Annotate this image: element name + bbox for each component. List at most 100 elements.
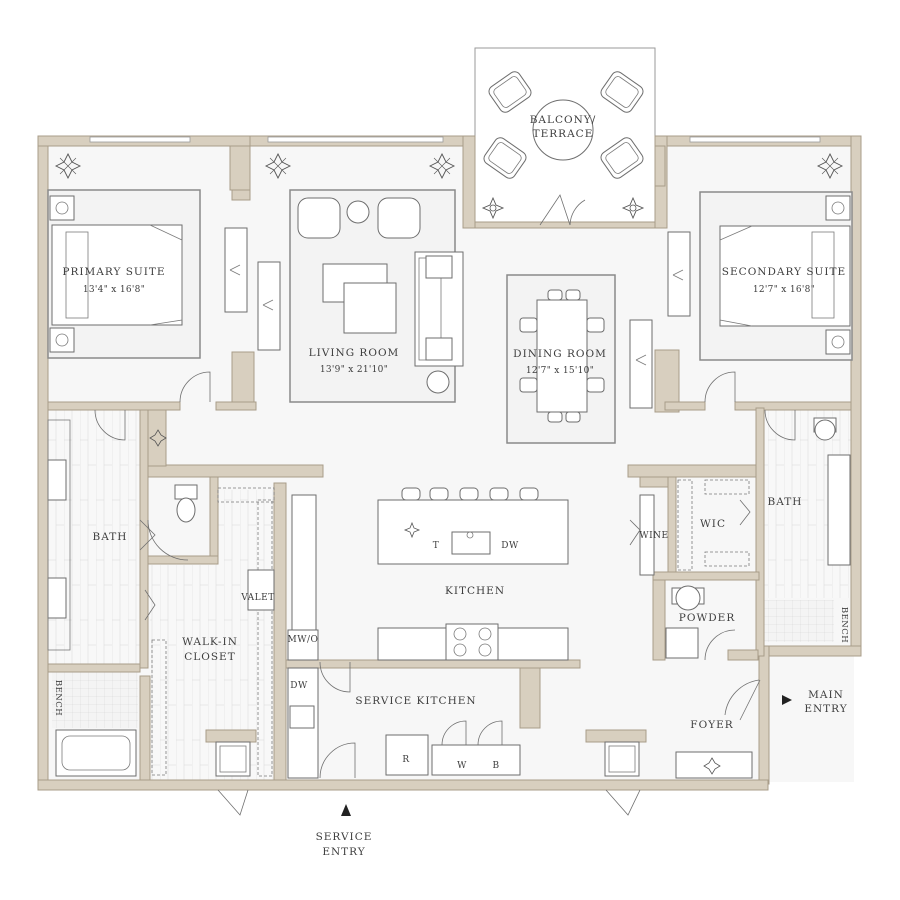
kitchen [287,487,655,661]
service-kitchen-label: SERVICE KITCHEN [355,695,476,707]
nightstand [825,195,851,221]
dining-room [506,274,653,444]
wic-label: WIC [700,518,726,530]
sink [451,531,491,555]
walk-in-closet [144,487,275,777]
wc [147,484,198,561]
primary-suite [47,152,248,403]
coat-closet [215,741,251,777]
entry-details [215,741,641,816]
refrigerator [385,734,429,776]
terrace-label: TERRACE [533,128,594,140]
bed [719,225,851,327]
mwo-label: MW/O [288,635,319,645]
dining-room-label: DINING ROOM [513,348,607,360]
plant-icon [403,521,421,539]
secondary-suite [667,152,853,403]
bath-right-label: BATH [768,496,803,508]
kitchen-label: KITCHEN [445,585,505,597]
service-kitchen [287,661,521,779]
bathtub [55,729,137,777]
round-table [532,99,594,161]
laundry-counter [431,744,521,776]
toilet [174,484,198,500]
coffee-table [343,282,397,334]
interior-walls [47,145,852,781]
microwave-oven [287,629,319,661]
plant-icon [264,152,292,180]
island-t-label: T [433,541,440,551]
balcony-label: BALCONY/ [530,114,597,126]
vanity [47,459,67,501]
pillow [425,337,453,361]
plant-icon [428,152,456,180]
bench-right-label: BENCH [839,607,849,643]
nightstand [825,329,851,355]
vanity [47,577,67,619]
service-entry-label-2: ENTRY [322,846,365,858]
plant-icon [149,429,167,447]
bath-left-label: BATH [93,531,128,543]
powder-sink [665,627,699,659]
main-entry-label: MAIN [808,689,844,701]
nightstand [49,327,75,353]
plant-icon [54,152,82,180]
fridge-label: R [402,755,409,765]
tv-console [257,261,281,351]
living-room [257,152,464,403]
appliance-b-label: B [492,761,499,771]
side-table [346,200,370,224]
dining-room-dim: 12'7" x 15'10" [526,366,594,376]
secondary-suite-label: SECONDARY SUITE [722,266,846,278]
lounge-chair [600,71,644,113]
main-entry-label-2: ENTRY [804,703,847,715]
lounge-chair [600,137,644,179]
service-entry-arrow [341,804,351,816]
service-entry-label: SERVICE [316,831,373,843]
dining-table [536,299,588,413]
appliance-w-label: W [457,761,467,771]
wine-fridge [639,494,655,576]
walk-in-label: WALK-IN [182,636,238,648]
plant-icon [621,196,645,220]
primary-suite-label: PRIMARY SUITE [62,266,165,278]
plant-icon [481,196,505,220]
left-bath [47,409,156,777]
nightstand [49,195,75,221]
side-table [426,370,450,394]
right-rooms [665,409,851,779]
console-table [675,751,753,779]
foyer-label: FOYER [690,719,733,731]
wine-label: WINE [639,531,668,541]
valet-cabinet [247,569,275,611]
hall [149,429,167,447]
armchair [297,197,341,239]
windows [89,136,821,143]
tall-cabinet [291,494,317,631]
island-dw-label: DW [501,541,519,551]
plant-icon [703,757,721,775]
balcony-furniture [481,71,645,226]
pillow [425,255,453,279]
labels: BALCONY/ TERRACE PRIMARY SUITE 13'4" x 1… [53,114,849,858]
dresser [667,231,691,317]
living-room-dim: 13'9" x 21'10" [320,365,388,375]
coat-closet [604,741,640,777]
range [445,623,499,661]
lounge-chair [483,137,527,179]
buffet [629,319,653,409]
secondary-suite-dim: 12'7" x 16'8" [753,285,815,295]
valet-label: VALET [240,593,274,603]
powder-label: POWDER [679,612,736,624]
armchair [377,197,421,239]
plant-icon [816,152,844,180]
main-entry-arrow [782,695,792,705]
service-sink [289,705,315,729]
lounge-chair [488,71,532,113]
dw-service-label: DW [290,681,308,691]
living-room-label: LIVING ROOM [309,347,400,359]
bar-stools [401,487,539,501]
vanity [827,454,851,566]
closet-label: CLOSET [184,651,235,663]
